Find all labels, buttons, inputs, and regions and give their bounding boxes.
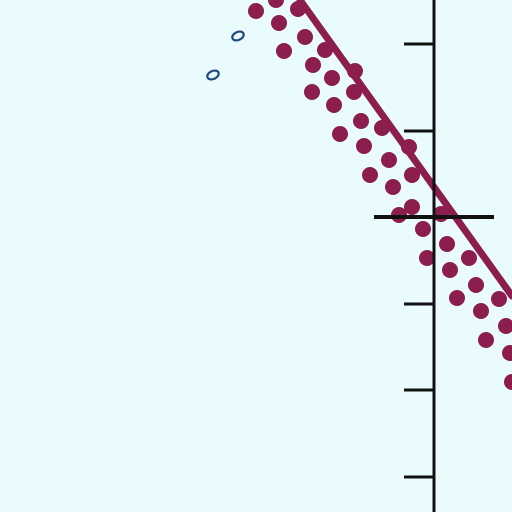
data-point — [449, 290, 465, 306]
data-point — [248, 3, 264, 19]
data-point — [404, 167, 420, 183]
data-point — [442, 262, 458, 278]
data-point — [491, 291, 507, 307]
data-point — [268, 0, 284, 8]
data-point — [468, 277, 484, 293]
data-point — [385, 179, 401, 195]
data-point — [362, 167, 378, 183]
data-point — [305, 57, 321, 73]
data-point — [381, 152, 397, 168]
data-point — [324, 70, 340, 86]
data-point — [415, 221, 431, 237]
data-point — [332, 126, 348, 142]
data-point — [276, 43, 292, 59]
data-point — [346, 84, 362, 100]
outlier-point — [231, 30, 245, 42]
data-point — [374, 120, 390, 136]
data-point — [461, 250, 477, 266]
data-point — [498, 318, 512, 334]
data-point — [347, 63, 363, 79]
data-point — [439, 236, 455, 252]
data-point — [478, 332, 494, 348]
data-point — [353, 113, 369, 129]
data-point — [356, 138, 372, 154]
data-point — [326, 97, 342, 113]
data-point — [317, 42, 333, 58]
data-point — [401, 139, 417, 155]
data-point — [504, 374, 512, 390]
data-point — [473, 303, 489, 319]
axis-layer — [374, 0, 494, 512]
data-point — [419, 250, 435, 266]
data-point — [502, 345, 512, 361]
data-point — [304, 84, 320, 100]
data-point — [297, 29, 313, 45]
outlier-point — [206, 69, 220, 81]
data-point — [404, 199, 420, 215]
data-point — [271, 15, 287, 31]
data-point — [290, 1, 306, 17]
